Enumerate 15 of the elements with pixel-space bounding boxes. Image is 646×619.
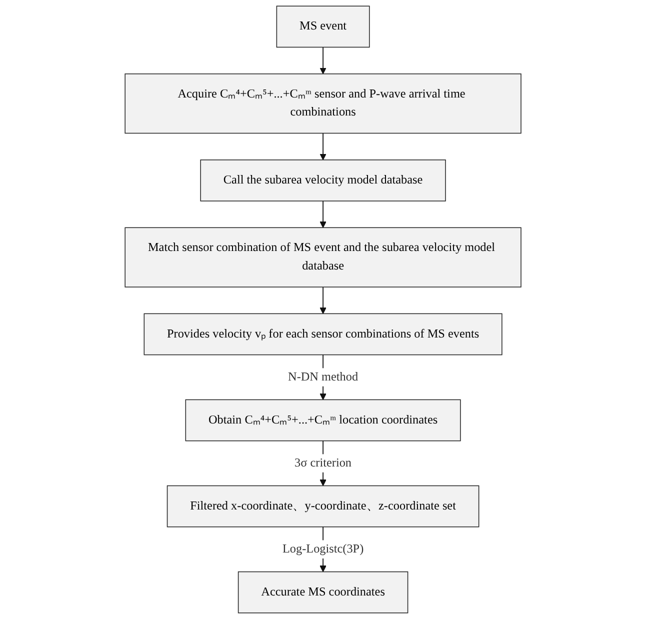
edge-label: 3σ criterion — [294, 456, 352, 470]
node-box: Filtered x-coordinate、y-coordinate、z-coordinate set — [166, 485, 480, 528]
node-box: MS event — [276, 6, 370, 48]
arrow — [320, 286, 326, 314]
arrow — [320, 132, 326, 160]
node-box: Call the subarea velocity model database — [200, 160, 446, 202]
edge-label: N-DN method — [288, 370, 358, 384]
node-box: Accurate MS coordinates — [238, 571, 408, 614]
edge-label: Log-Logistc(3P) — [282, 542, 364, 556]
node-box: Match sensor combination of MS event and the subarea velocity model database — [124, 227, 522, 288]
arrow — [320, 46, 326, 74]
node-box: Obtain Cₘ⁴+Cₘ⁵+...+Cₘᵐ location coordinates — [185, 399, 461, 442]
arrow — [320, 200, 326, 228]
node-box: Acquire Cₘ⁴+Cₘ⁵+...+Cₘᵐ sensor and P-wave arrival time combinations — [124, 73, 522, 134]
node-box: Provides velocity vₚ for each sensor combinations of MS events — [144, 313, 502, 356]
